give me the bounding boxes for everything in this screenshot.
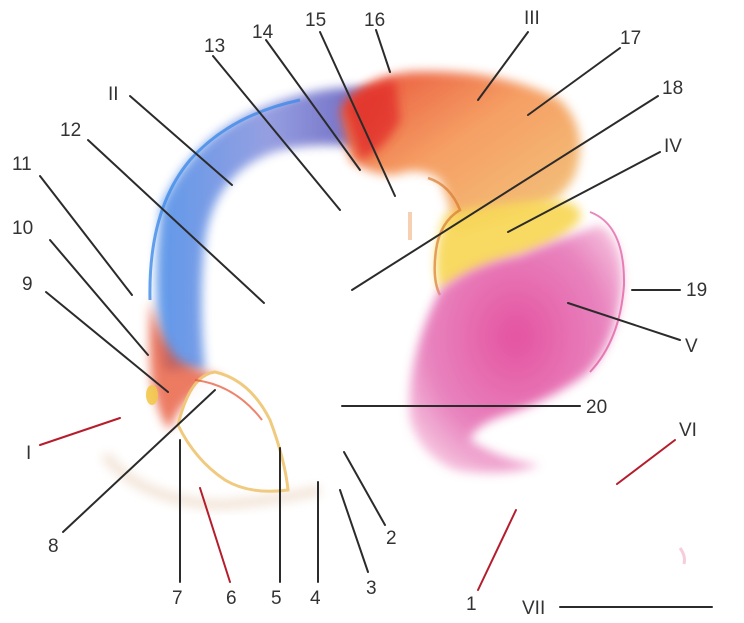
label-16: 16 (364, 10, 385, 31)
leader-V (567, 302, 681, 341)
leader-16 (375, 29, 391, 73)
leader-3 (339, 489, 369, 573)
leader-VI (616, 439, 676, 485)
label-2: 2 (386, 528, 397, 549)
label-19: 19 (686, 280, 707, 301)
label-15: 15 (305, 10, 326, 31)
leader-12 (87, 139, 265, 304)
small-yellow-nub (146, 385, 158, 405)
label-IV: IV (664, 136, 682, 157)
label-II: II (108, 84, 119, 105)
leader-18 (351, 95, 659, 291)
label-4: 4 (310, 588, 321, 609)
blue-arch-outline (148, 98, 301, 301)
label-V: V (685, 336, 698, 357)
lower-faint-region (101, 451, 322, 511)
leader-III (477, 31, 529, 101)
magenta-region (409, 225, 623, 474)
leader-II (129, 95, 233, 186)
leader-11 (39, 175, 133, 296)
leader-IV (507, 151, 661, 233)
label-18: 18 (662, 78, 683, 99)
label-1: 1 (466, 594, 477, 615)
leader-I (39, 417, 121, 446)
label-I: I (26, 443, 31, 464)
leader-14 (265, 39, 361, 171)
magenta-outline (589, 211, 626, 373)
label-10: 10 (12, 218, 33, 239)
label-7: 7 (172, 588, 183, 609)
faint-right-mark (678, 547, 686, 565)
lower-loop-red-edge (194, 379, 263, 421)
label-3: 3 (366, 578, 377, 599)
lower-left-red-region (149, 300, 225, 430)
label-17: 17 (620, 28, 641, 49)
label-8: 8 (48, 536, 59, 557)
leader-13 (212, 55, 341, 211)
leader-8 (62, 389, 216, 533)
labels: I II III IV V VI VII 1 2 3 4 5 6 7 8 9 1… (12, 8, 707, 619)
small-tick-15 (408, 212, 412, 240)
lower-loop-outline (176, 370, 290, 493)
label-14: 14 (252, 22, 274, 43)
leader-2 (343, 451, 386, 526)
leader-17 (527, 47, 621, 116)
hook-outline (427, 176, 462, 296)
leader-10 (49, 239, 149, 356)
label-13: 13 (204, 36, 225, 57)
leader-1 (477, 509, 517, 591)
label-VII: VII (522, 598, 545, 619)
label-9: 9 (22, 274, 33, 295)
leader-9 (45, 291, 169, 393)
label-5: 5 (271, 588, 282, 609)
label-6: 6 (226, 588, 237, 609)
label-12: 12 (60, 120, 81, 141)
colored-regions (101, 71, 686, 565)
label-20: 20 (586, 397, 607, 418)
label-11: 11 (12, 154, 32, 175)
label-III: III (524, 8, 540, 29)
top-cap-region (340, 71, 580, 235)
yellow-band-region (436, 199, 581, 290)
leader-lines (39, 29, 713, 608)
leader-6 (199, 487, 231, 583)
top-cap-dark-red (345, 80, 400, 160)
leader-15 (319, 31, 396, 197)
blue-arch-region (156, 87, 380, 371)
label-VI: VI (679, 420, 697, 441)
